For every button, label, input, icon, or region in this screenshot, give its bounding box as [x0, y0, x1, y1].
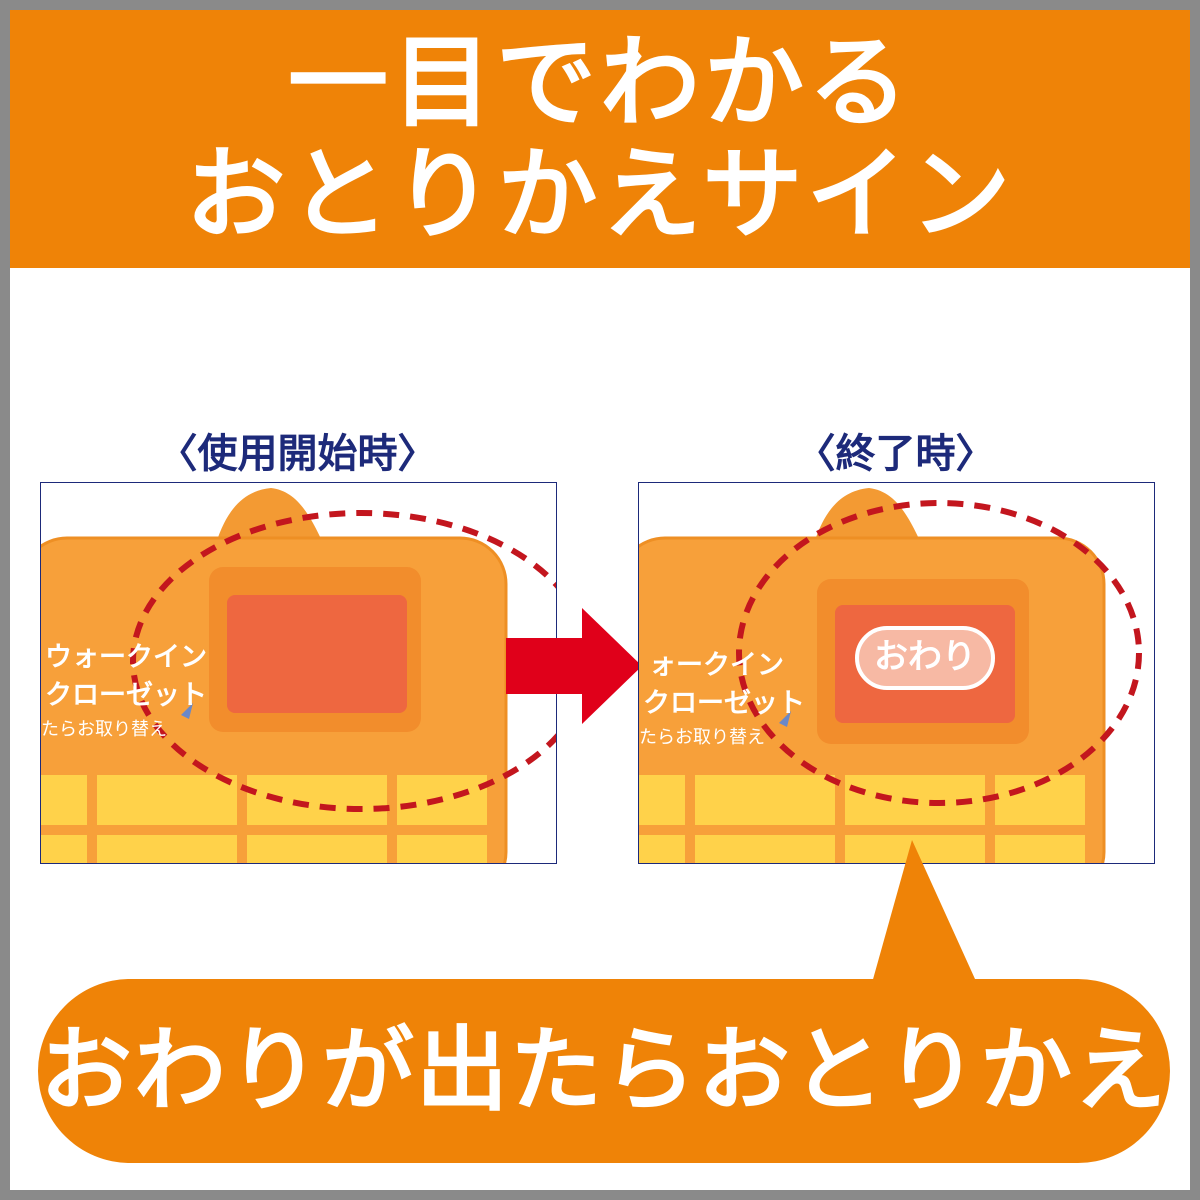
- product-label-line3: たらお取り替え: [41, 719, 167, 740]
- panel-after: ォークイン クローゼット たらお取り替え おわり: [638, 482, 1155, 864]
- header-banner: 一目でわかる おとりかえサイン: [10, 10, 1190, 268]
- product-label-line3: たらお取り替え: [639, 727, 765, 748]
- product-label-line2: クローゼット: [643, 688, 805, 719]
- product-label-line1: ウォークイン: [45, 642, 207, 673]
- product-photo-before: [41, 483, 556, 863]
- right-arrow-icon: [506, 608, 642, 724]
- bubble-text: おわりが出たらおとりかえ: [39, 1017, 1168, 1124]
- caption-after: 〈終了時〉: [795, 431, 996, 477]
- bubble-pointer: [870, 840, 980, 990]
- caption-before: 〈使用開始時〉: [157, 431, 438, 477]
- product-label-line1: ォークイン: [649, 650, 784, 681]
- header-title-line1: 一目でわかる: [288, 24, 912, 141]
- end-indicator-text: おわり: [874, 637, 976, 677]
- panel-before: ウォークイン クローゼット たらお取り替え: [40, 482, 557, 864]
- image-frame: 一目でわかる おとりかえサイン 〈使用開始時〉 〈終了時〉: [10, 10, 1190, 1190]
- header-title-line2: おとりかえサイン: [185, 136, 1015, 253]
- product-label-line2: クローゼット: [45, 680, 207, 711]
- product-photo-after: [639, 483, 1154, 863]
- speech-bubble: おわりが出たらおとりかえ: [38, 979, 1170, 1163]
